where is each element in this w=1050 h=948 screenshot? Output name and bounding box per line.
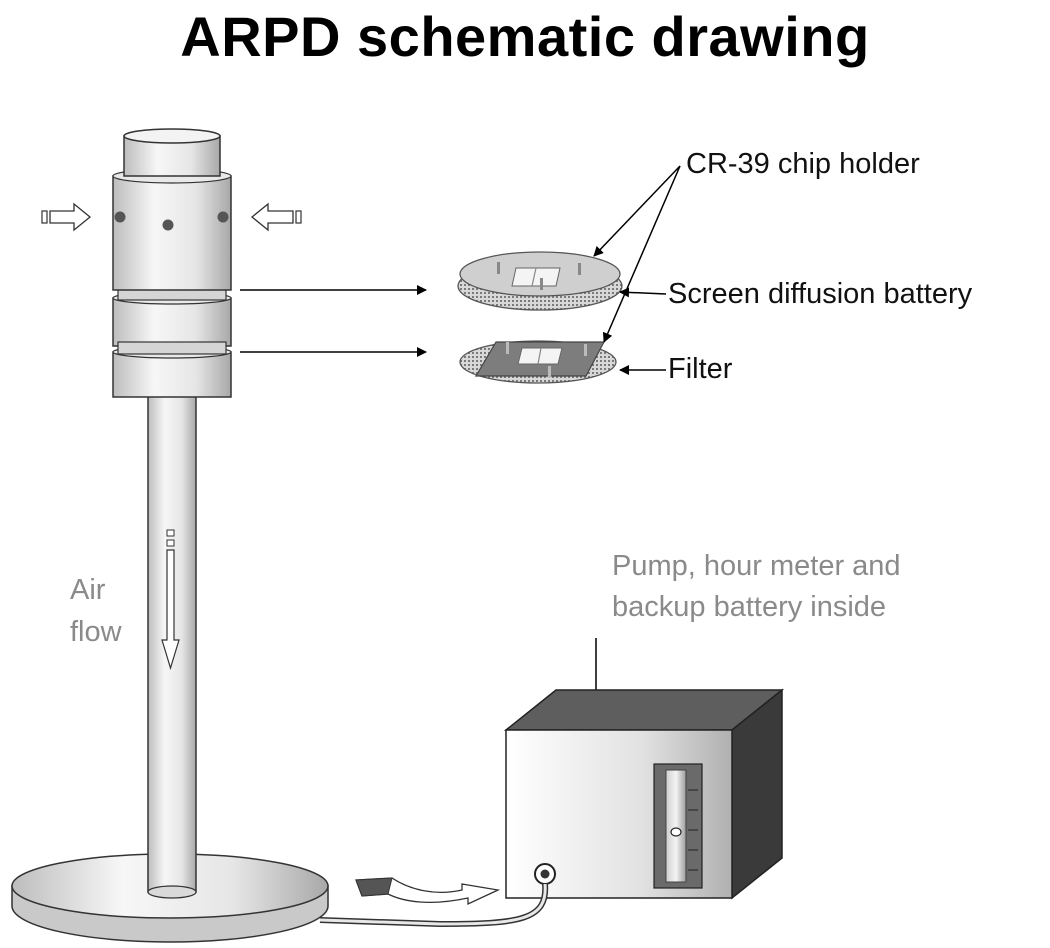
flow-meter (653, 763, 703, 889)
air-hose (319, 883, 549, 928)
sampler-head (112, 128, 232, 398)
leader-chip-holder-upper (593, 165, 681, 257)
hose-flow-arrow (355, 877, 501, 906)
inlet-arrow-left (41, 202, 92, 232)
label-airflow-line1: Air (70, 574, 106, 606)
label-filter: Filter (668, 353, 733, 385)
airflow-arrow (161, 529, 180, 671)
leader-chip-holder-lower (602, 165, 681, 343)
screen-diffusion-battery (457, 251, 623, 311)
label-airflow-line2: flow (70, 616, 122, 648)
diagram-title: ARPD schematic drawing (180, 5, 870, 68)
filter-disc (459, 340, 617, 384)
label-pump-line2: backup battery inside (612, 591, 887, 623)
leader-screen-battery (619, 287, 667, 298)
label-pump-line1: Pump, hour meter and (612, 550, 901, 582)
label-chip-holder: CR-39 chip holder (686, 148, 920, 180)
inlet-arrow-right (250, 202, 302, 232)
pump-inlet-port (534, 863, 556, 885)
label-screen-battery: Screen diffusion battery (668, 278, 973, 310)
